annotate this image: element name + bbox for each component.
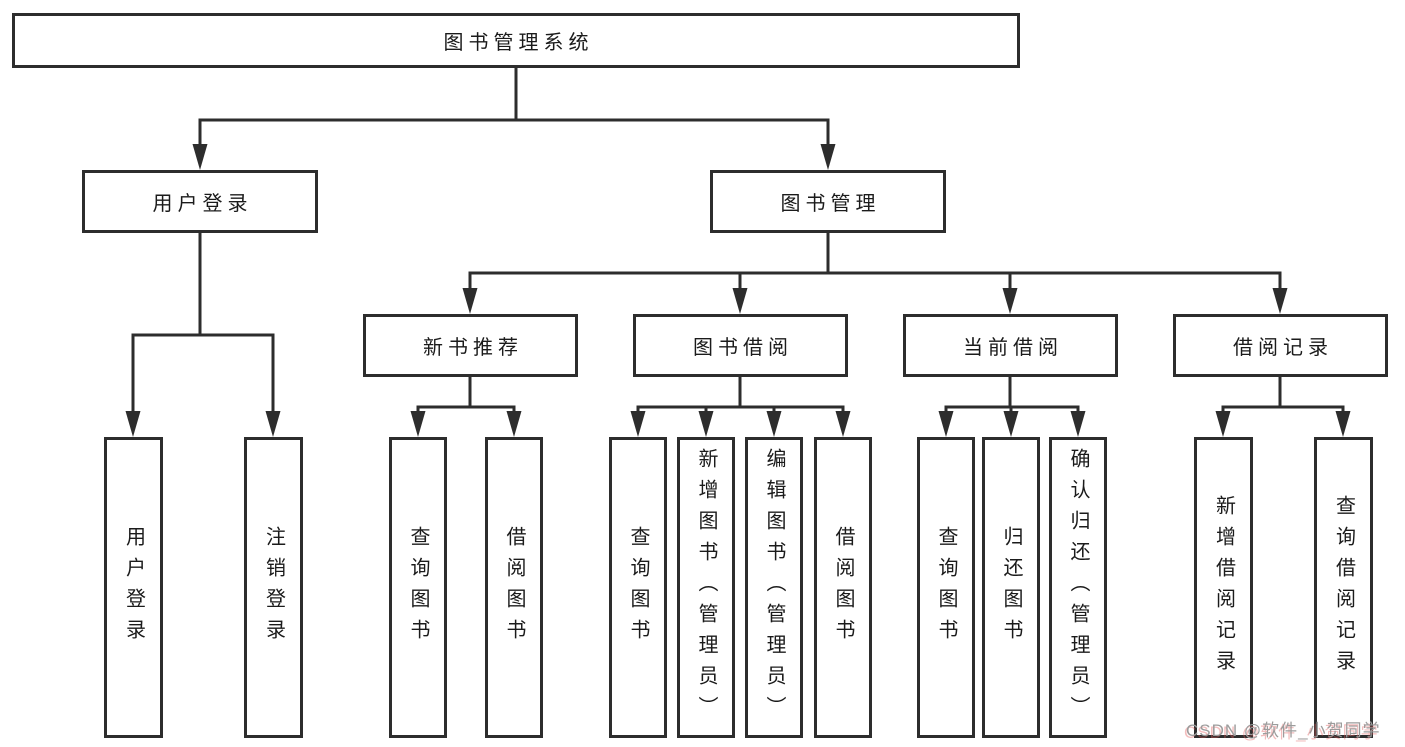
leaf-return-book: 归还图书 [982, 437, 1040, 738]
node-label: 图书借阅 [693, 337, 793, 359]
leaf-label: 新增图书（管理员） [695, 448, 717, 727]
leaf-label: 借阅图书 [832, 525, 854, 650]
leaf-query-books-recommend: 查询图书 [389, 437, 447, 738]
leaf-label: 用户登录 [122, 525, 145, 650]
leaf-label: 注销登录 [262, 525, 285, 650]
leaf-query-books-current: 查询图书 [917, 437, 975, 738]
leaf-label: 确认归还（管理员） [1067, 448, 1089, 727]
leaf-borrow-books-borrowing: 借阅图书 [814, 437, 872, 738]
node-label: 图书管理系统 [443, 32, 594, 54]
node-user-login: 用户登录 [82, 170, 318, 233]
leaf-add-book-admin: 新增图书（管理员） [677, 437, 735, 738]
node-label: 当前借阅 [963, 337, 1063, 359]
leaf-query-borrow-record: 查询借阅记录 [1314, 437, 1373, 738]
node-borrowing-records: 借阅记录 [1173, 314, 1388, 377]
leaf-label: 查询图书 [407, 525, 429, 650]
leaf-borrow-books-recommend: 借阅图书 [485, 437, 543, 738]
node-library-system: 图书管理系统 [12, 13, 1020, 68]
leaf-edit-book-admin: 编辑图书（管理员） [745, 437, 803, 738]
leaf-add-borrow-record: 新增借阅记录 [1194, 437, 1253, 738]
leaf-query-books-borrowing: 查询图书 [609, 437, 667, 738]
node-label: 用户登录 [152, 193, 253, 215]
csdn-watermark: CSDN @软件_小贺同学 [1186, 721, 1381, 740]
leaf-label: 归还图书 [1000, 525, 1022, 650]
leaf-label: 编辑图书（管理员） [763, 448, 785, 727]
leaf-label: 查询图书 [627, 525, 649, 650]
leaf-label: 新增借阅记录 [1212, 494, 1235, 681]
node-book-management: 图书管理 [710, 170, 946, 233]
node-current-borrowing: 当前借阅 [903, 314, 1118, 377]
node-new-book-recommendation: 新书推荐 [363, 314, 578, 377]
leaf-label: 查询借阅记录 [1332, 494, 1355, 681]
node-label: 新书推荐 [423, 337, 523, 359]
node-label: 图书管理 [780, 193, 881, 215]
node-label: 借阅记录 [1233, 337, 1333, 359]
leaf-label: 借阅图书 [503, 525, 525, 650]
leaf-confirm-return-admin: 确认归还（管理员） [1049, 437, 1107, 738]
leaf-label: 查询图书 [935, 525, 957, 650]
leaf-user-login: 用户登录 [104, 437, 163, 738]
leaf-logout: 注销登录 [244, 437, 303, 738]
node-book-borrowing: 图书借阅 [633, 314, 848, 377]
